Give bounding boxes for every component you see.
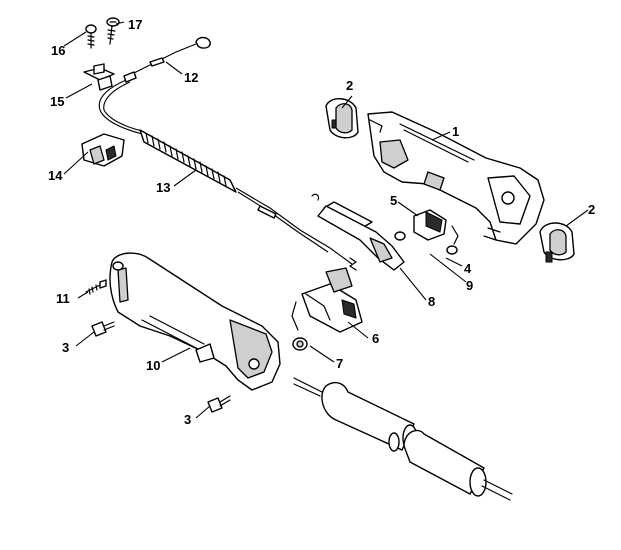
callout-4: 4 [464,261,472,276]
callout-15: 15 [50,94,64,109]
callout-6: 6 [372,331,379,346]
callout-14: 14 [48,168,63,183]
callout-10: 10 [146,358,160,373]
part-6-block [301,267,363,333]
callout-12: 12 [184,70,198,85]
callout-9: 9 [466,278,473,293]
part-2-clamp-lower [539,222,575,263]
callout-2-lower: 2 [588,202,595,217]
part-3-bolt-upper [91,321,115,337]
part-11-screw [85,279,107,295]
part-5-button [413,209,447,241]
part-17-screw [106,17,120,45]
part-8-trigger [317,205,405,271]
part-10-handle [109,252,281,391]
callout-17: 17 [128,17,142,32]
callout-13: 13 [156,180,170,195]
part-1-housing [367,111,545,245]
part-7-spring [291,301,308,351]
part-16-screw [85,24,97,49]
callout-3-upper: 3 [62,340,69,355]
callout-1: 1 [452,124,459,139]
callout-3-lower: 3 [184,412,191,427]
part-2-clamp-upper [325,98,359,139]
callout-11: 11 [56,291,70,306]
leader-lines [63,21,589,419]
part-13-throttle-cable [98,79,358,271]
callout-16: 16 [51,43,65,58]
callout-8: 8 [428,294,435,309]
callout-2-upper: 2 [346,78,353,93]
part-4-spring [446,225,459,255]
shaft-tube [293,377,513,501]
part-15-clamp [83,63,115,91]
callout-7: 7 [336,356,343,371]
part-14-holder [81,133,125,167]
callout-labels: 16 17 15 12 13 14 2 1 2 5 4 9 8 6 7 10 1… [48,17,595,427]
callout-5: 5 [390,193,397,208]
part-3-bolt-lower [207,395,231,413]
